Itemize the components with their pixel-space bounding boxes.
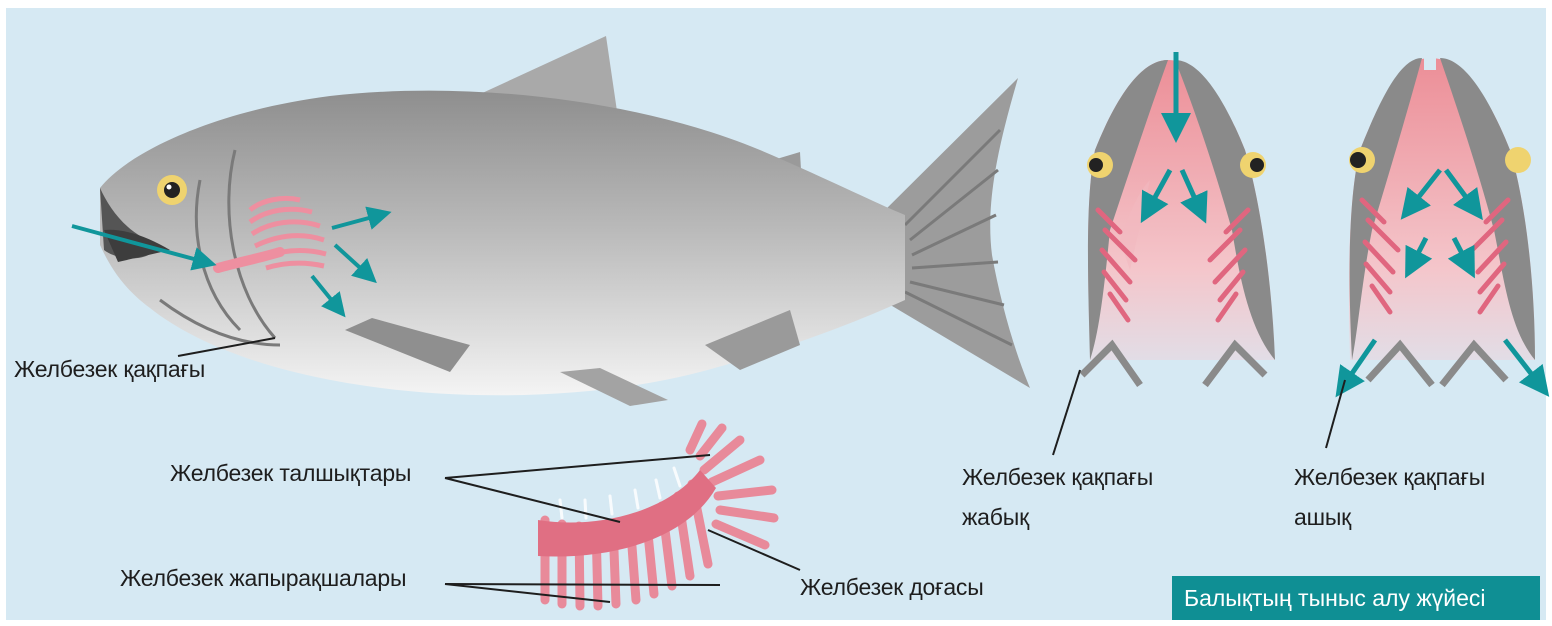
- label-open-line2: ашық: [1294, 502, 1351, 533]
- label-gill-rakers: Желбезек талшықтары: [170, 458, 411, 489]
- label-open-line1: Желбезек қақпағы: [1294, 462, 1485, 493]
- caption-banner: Балықтың тыныс алу жүйесі: [1172, 576, 1540, 620]
- label-operculum: Желбезек қақпағы: [14, 354, 205, 385]
- head-closed: [1082, 52, 1275, 385]
- label-gill-arch: Желбезек доғасы: [800, 572, 984, 603]
- head-open: [1344, 48, 1540, 385]
- label-closed-line2: жабық: [962, 502, 1029, 533]
- salmon-fish: [72, 36, 1030, 406]
- gill-arch: [538, 424, 774, 606]
- open-pointer: [1326, 380, 1345, 448]
- label-closed-line1: Желбезек қақпағы: [962, 462, 1153, 493]
- label-gill-filaments: Желбезек жапырақшалары: [120, 563, 406, 594]
- closed-pointer: [1053, 370, 1080, 455]
